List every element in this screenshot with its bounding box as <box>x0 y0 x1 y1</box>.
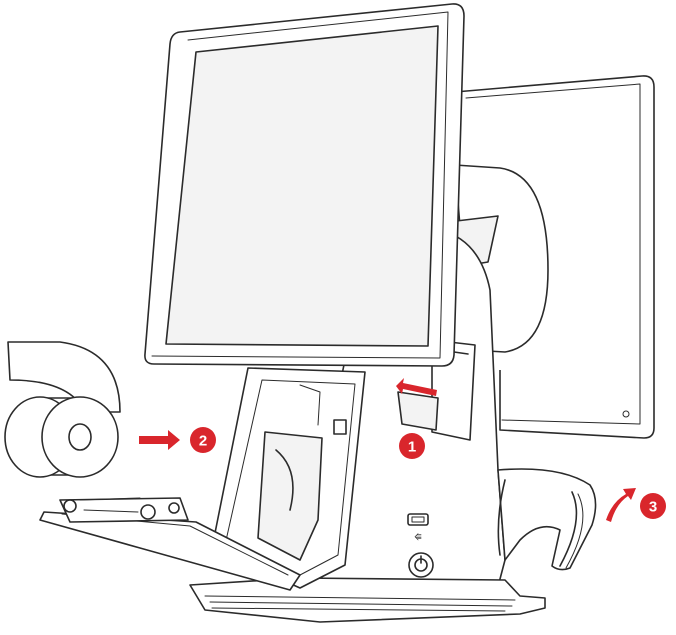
usb-port-icon <box>407 513 429 526</box>
printer-compartment <box>211 367 366 589</box>
touchscreen-panel <box>165 25 439 347</box>
step-3-marker: 3 <box>606 488 666 522</box>
main-display <box>144 3 465 367</box>
step-1-badge <box>399 433 425 459</box>
step-1-number: 1 <box>408 439 416 456</box>
front-ports: ⭅ <box>407 513 434 578</box>
power-button-icon <box>408 552 434 578</box>
up-curved-arrow-icon <box>606 488 636 522</box>
printer-latch <box>333 419 347 435</box>
step-2-number: 2 <box>199 433 207 450</box>
printer-cover-open <box>39 497 301 591</box>
receipt-paper-roll <box>4 341 121 478</box>
step-2-badge <box>190 427 216 453</box>
usb-symbol-icon: ⭅ <box>414 533 421 542</box>
step-3-number: 3 <box>649 499 657 516</box>
step-3-badge <box>640 493 666 519</box>
side-module <box>397 339 476 441</box>
right-arrow-icon <box>139 430 180 450</box>
step-1-marker: 1 <box>396 378 437 459</box>
step-2-marker: 2 <box>139 427 216 453</box>
left-arrow-icon <box>396 378 437 396</box>
